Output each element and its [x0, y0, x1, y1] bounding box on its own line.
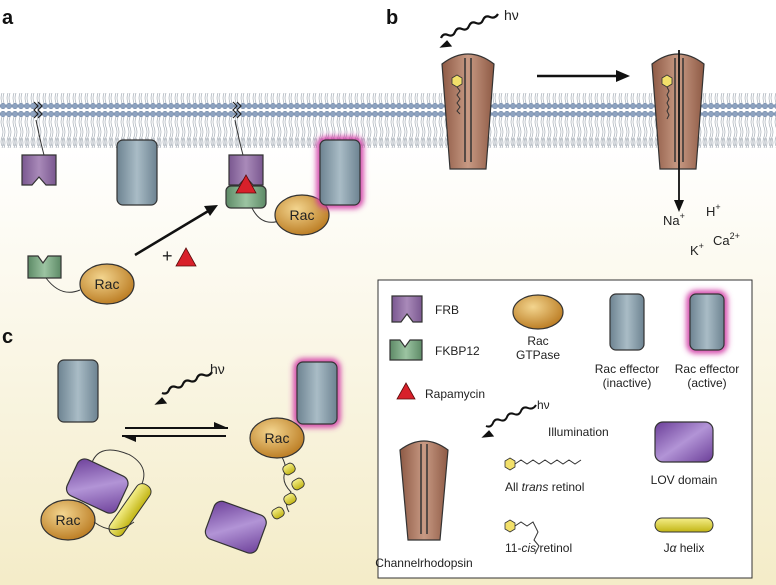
jalpha-helix [108, 483, 152, 537]
legend-frb-icon [391, 295, 423, 323]
rapamycin-icon [175, 247, 197, 267]
linker-line [89, 449, 145, 496]
panel-label-a: a [2, 7, 14, 29]
hv-label: hν [210, 361, 225, 377]
legend-trans-retinol-chain [514, 459, 582, 465]
rac-effector-active [319, 139, 361, 206]
panel-label-c: c [2, 326, 13, 348]
legend-effector-inactive-line1: Rac effector [595, 362, 659, 376]
ion-k: K+ [690, 241, 704, 258]
legend-cis-retinol-label: 11-cis retinol [505, 541, 572, 555]
rac-gtpase [79, 263, 135, 305]
channelrhodopsin-closed [441, 53, 495, 170]
legend-rac-label-line1: Rac [527, 334, 548, 348]
jalpha-unfolded [271, 462, 305, 520]
ion-h: H+ [706, 202, 721, 219]
retinal-ring-icon [451, 74, 463, 88]
lipid-bilayer [0, 93, 776, 148]
legend-effector-active-line1: Rac effector [675, 362, 739, 376]
frb-shape [21, 154, 57, 186]
legend-fkbp12-label: FKBP12 [435, 344, 480, 358]
rac-effector-active [296, 361, 338, 425]
hv-label: hν [504, 7, 519, 23]
legend-hv-label: hν [537, 398, 550, 412]
panel-label-b: b [386, 7, 398, 29]
legend-frb-label: FRB [435, 303, 459, 317]
legend-cis-retinol-chain [514, 521, 540, 555]
legend-lov-label: LOV domain [651, 473, 718, 487]
legend-channelrhodopsin-label: Channelrhodopsin [375, 556, 472, 570]
legend-illumination-label: Illumination [548, 425, 609, 439]
lov-domain [204, 500, 267, 554]
retinal-chain [666, 86, 670, 120]
legend-jalpha-label: Jα helix [664, 541, 705, 555]
legend-effector-active-icon [689, 293, 725, 351]
legend-rac-label-line2: GTPase [516, 348, 560, 362]
rac-effector-inactive [116, 139, 158, 206]
legend-rac-icon [512, 294, 564, 330]
plus-sign: + [162, 246, 173, 266]
light-wave-icon [439, 13, 499, 39]
arrow-head [616, 70, 630, 82]
legend-cis-retinol-ring-icon [504, 519, 516, 533]
legend-effector-inactive-icon [609, 293, 645, 351]
legend-trans-retinol-ring-icon [504, 457, 516, 471]
ion-na: Na+ [663, 211, 685, 228]
legend-jalpha-icon [654, 517, 714, 533]
lipid-anchor-icon [232, 101, 242, 119]
legend-fkbp12-icon [389, 339, 423, 361]
rac-label: Rac [95, 276, 120, 292]
legend-rapamycin-label: Rapamycin [425, 387, 485, 401]
light-wave-icon [161, 371, 213, 395]
ion-ca: Ca2+ [713, 231, 740, 248]
arrow-head [481, 430, 495, 438]
rac-label: Rac [56, 512, 81, 528]
arrow-head [439, 40, 453, 48]
rac-gtpase [40, 499, 96, 541]
rac-effector-inactive [57, 359, 99, 423]
arrow-head [154, 397, 168, 405]
lipid-anchor-icon [33, 101, 43, 119]
legend-channelrhodopsin-icon [399, 440, 449, 541]
linker-line [93, 521, 135, 530]
legend-rapamycin-icon [396, 382, 416, 400]
retinal-chain [456, 86, 461, 115]
legend-effector-active-line2: (active) [687, 376, 726, 390]
legend-effector-inactive-line2: (inactive) [603, 376, 652, 390]
linker-line [35, 119, 45, 156]
legend-lov-icon [654, 421, 714, 463]
arrow-head [204, 205, 218, 216]
rac-gtpase [274, 194, 330, 236]
rac-label: Rac [290, 207, 315, 223]
linker-line [234, 119, 244, 156]
arrow-head [214, 422, 228, 428]
channelrhodopsin-open [651, 53, 705, 170]
arrow-head [674, 200, 684, 212]
rac-label: Rac [265, 430, 290, 446]
rac-gtpase [249, 417, 305, 459]
linker-line [45, 277, 81, 293]
fkbp12-shape [27, 255, 62, 279]
legend-trans-retinol-label: All trans retinol [505, 480, 584, 494]
arrow-head [122, 436, 136, 442]
retinal-ring-icon [661, 74, 673, 88]
rapamycin-icon [235, 174, 257, 194]
lov-domain [65, 458, 129, 514]
recruitment-arrow [134, 208, 211, 257]
legend-light-wave-icon [485, 404, 537, 428]
